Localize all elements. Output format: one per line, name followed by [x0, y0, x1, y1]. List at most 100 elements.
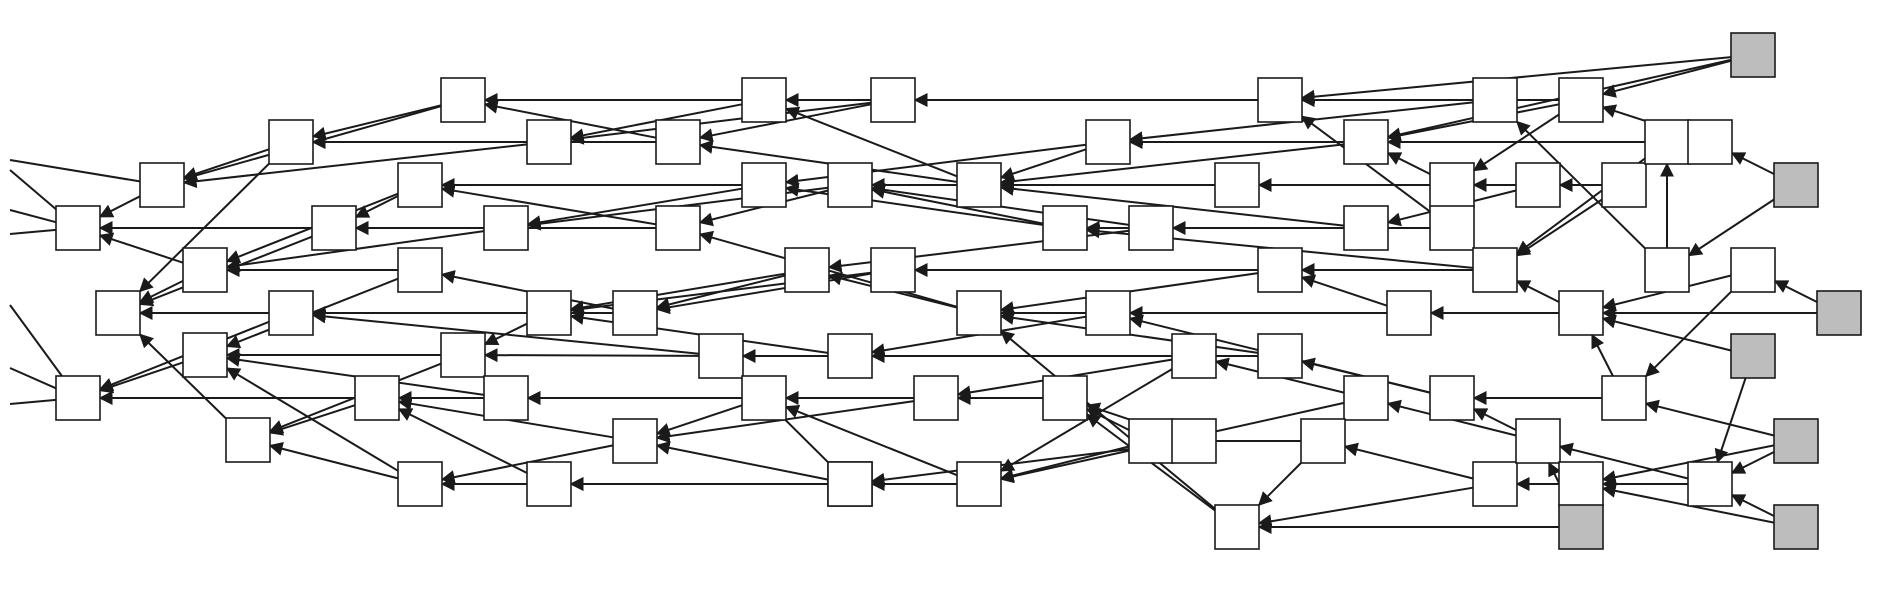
graph-node [1300, 418, 1346, 464]
edge-arrow [1558, 442, 1689, 480]
graph-node [784, 247, 830, 293]
graph-node [655, 119, 701, 165]
edge-stub [9, 169, 57, 210]
graph-node [1429, 375, 1475, 421]
graph-node [956, 461, 1002, 507]
graph-node [612, 418, 658, 464]
graph-node [1171, 333, 1217, 379]
edge-arrow [182, 143, 528, 189]
graph-node [268, 119, 314, 165]
graph-node [526, 461, 572, 507]
graph-node [870, 77, 916, 123]
edge-arrow [1773, 280, 1818, 303]
edge-arrow [526, 187, 743, 230]
graph-node [526, 290, 572, 336]
edge-stub [9, 228, 57, 235]
graph-node [483, 205, 529, 251]
graph-node [397, 461, 443, 507]
graph-node [1214, 162, 1260, 208]
edge-stub [9, 398, 57, 405]
edge-arrow [483, 348, 700, 363]
graph-node [1558, 461, 1604, 507]
graph-node [698, 333, 744, 379]
graph-node [1343, 119, 1389, 165]
edge-arrow [1601, 314, 1732, 352]
edge-arrow [655, 274, 786, 312]
graph-node [1601, 162, 1647, 208]
graph-node [397, 247, 443, 293]
graph-node [1042, 205, 1088, 251]
graph-node [1558, 77, 1604, 123]
edge-arrow [1386, 152, 1431, 175]
tip-node [1816, 290, 1862, 336]
edge-arrow [655, 441, 829, 481]
edge-arrow [999, 143, 1345, 189]
graph-node [870, 247, 916, 293]
edge-arrow [98, 361, 184, 394]
graph-node [1644, 247, 1690, 293]
graph-node [1343, 205, 1389, 251]
tip-node [1558, 504, 1604, 550]
graph-node [526, 119, 572, 165]
graph-node [1472, 77, 1518, 123]
graph-node [1429, 162, 1475, 208]
edge-arrow [1601, 59, 1732, 98]
graph-node [655, 205, 701, 251]
edge-arrow [655, 404, 743, 437]
edge-arrow [1515, 198, 1603, 257]
edge-arrow [182, 148, 270, 181]
edge-arrow [225, 367, 399, 472]
edge-arrow [784, 404, 958, 477]
edge-arrow [1714, 377, 1747, 464]
tip-node [1773, 418, 1819, 464]
graph-node [397, 162, 443, 208]
edge-arrow [98, 195, 141, 218]
graph-node [1644, 119, 1690, 165]
graph-node [311, 205, 357, 251]
edge-arrow [1300, 274, 1388, 307]
graph-node [1085, 119, 1131, 165]
edge-arrow [1730, 494, 1775, 517]
edge-arrow [999, 148, 1087, 181]
graph-node [1429, 205, 1475, 251]
graph-node [1687, 119, 1733, 165]
edge-arrow [569, 272, 786, 315]
graph-node [55, 375, 101, 421]
edge-stub [9, 159, 141, 183]
graph-node [1386, 290, 1432, 336]
edge-arrow [397, 408, 528, 474]
graph-node [1601, 375, 1647, 421]
edge-arrow [1687, 198, 1775, 257]
graph-node [827, 333, 873, 379]
graph-node [741, 77, 787, 123]
edge-arrow [1258, 462, 1302, 506]
graph-node [1128, 418, 1174, 464]
graph-node [1257, 77, 1303, 123]
graph-node [1515, 162, 1561, 208]
graph-node [1730, 247, 1776, 293]
tip-node [1730, 32, 1776, 78]
graph-node [1214, 504, 1260, 550]
edge-arrow [1515, 280, 1560, 303]
graph-node [1687, 461, 1733, 507]
tip-node [1773, 162, 1819, 208]
graph-node [182, 332, 228, 378]
graph-node [741, 162, 787, 208]
graph-node [55, 205, 101, 251]
edge-arrow [1644, 399, 1775, 437]
edge-arrow [784, 106, 958, 178]
graph-node [827, 162, 873, 208]
edges-layer [9, 56, 1818, 534]
graph-node [956, 290, 1002, 336]
edge-arrow [870, 442, 1173, 487]
edge-arrow [569, 101, 872, 145]
graph-node [1085, 290, 1131, 336]
edge-stub [9, 367, 57, 390]
graph-node [1472, 247, 1518, 293]
edge-arrow [138, 280, 184, 303]
graph-node [139, 162, 185, 208]
graph-node [827, 461, 873, 507]
tip-node [1730, 333, 1776, 379]
